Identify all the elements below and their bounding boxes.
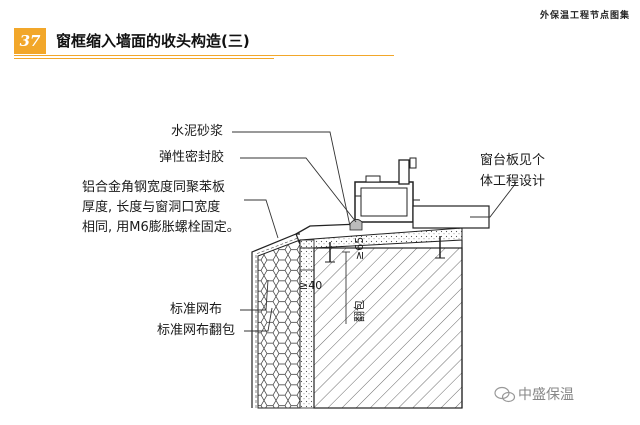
window-frame-profile [354,157,420,223]
section-number-badge: 37 [14,28,46,54]
label-elastic-sealant: 弹性密封胶 [159,150,225,165]
dimension-min-40 [299,266,315,274]
eps-insulation-board [257,239,301,409]
leader-cement-mortar [232,131,351,227]
wechat-icon [494,386,516,403]
expansion-bolt-right [435,236,445,259]
title-divider [14,55,394,56]
watermark-text: 中盛保温 [518,387,574,403]
label-standard-mesh: 标准网布 [170,302,223,317]
aluminum-angle [295,223,361,245]
mortar-layer [299,227,463,409]
dimension-min-65 [342,251,350,324]
page-header: 外保温工程节点图集 [0,0,640,24]
label-aluminum-angle-line1: 铝合金角钢宽度同聚苯板 [82,180,226,195]
leader-standard-mesh-wrap [244,307,273,332]
page-title: 窗框缩入墙面的收头构造(三) [56,32,250,50]
dimension-label-min-40: ≥40 [299,279,323,292]
title-bar: 37 窗框缩入墙面的收头构造(三) [14,28,394,59]
label-window-sill-line2: 体工程设计 [480,174,546,189]
label-aluminum-angle-line2: 厚度, 长度与窗洞口宽度 [82,200,221,215]
leader-window-sill [470,182,517,218]
leader-aluminum-angle [244,199,279,239]
leader-elastic-sealant [240,157,357,223]
label-cement-mortar: 水泥砂浆 [171,124,224,139]
label-window-sill-line1: 窗台板见个 [480,153,546,168]
leader-standard-mesh [240,279,269,311]
elastic-sealant [349,219,363,231]
title-divider-secondary [14,58,274,59]
label-aluminum-angle-line3: 相同, 用M6膨胀螺栓固定。 [82,220,240,235]
outer-render-layer [251,233,300,408]
dimension-label-wrap: 翻包 [353,300,366,322]
label-standard-mesh-wrap: 标准网布翻包 [157,323,236,338]
concrete-wall [313,247,463,409]
dimension-label-min-65: ≥65 [353,236,366,260]
header-series-title: 外保温工程节点图集 [539,11,630,21]
expansion-bolt-left [325,242,335,263]
